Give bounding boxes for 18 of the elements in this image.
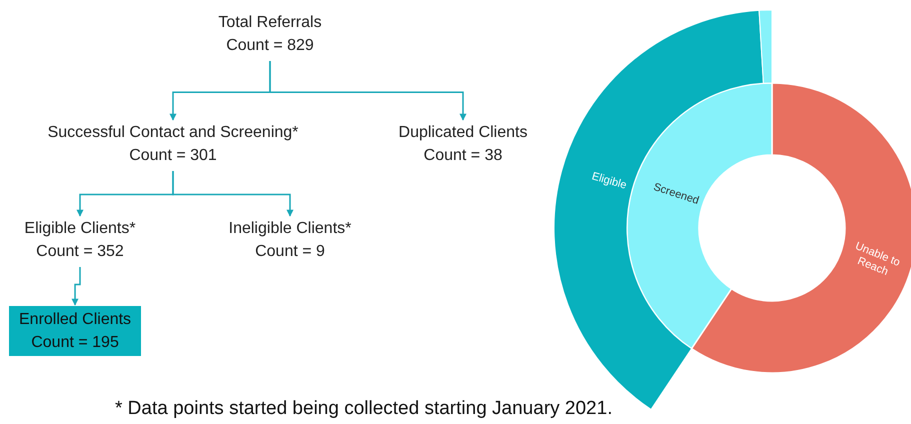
count-text: Count = 301 (128, 146, 218, 166)
node-title: Successful Contact and Screening* (48, 123, 298, 143)
count-text: Count = 352 (35, 242, 125, 262)
arrow (72, 267, 81, 306)
highlighted-box (9, 306, 142, 356)
node-title: Eligible Clients* (24, 219, 136, 239)
node-title: Ineligible Clients* (228, 219, 352, 239)
count-text: Count = 195 (30, 333, 120, 353)
node-title: Enrolled Clients (19, 310, 132, 330)
node-title: Total Referrals (218, 13, 322, 33)
node-title: Duplicated Clients (398, 123, 528, 143)
count-text: Count = 9 (254, 242, 326, 262)
arrow (269, 61, 466, 121)
footnote: * Data points started being collected starting January 2021. (115, 398, 612, 420)
arrow (172, 171, 294, 217)
count-text: Count = 38 (422, 146, 504, 166)
count-text: Count = 829 (225, 36, 315, 56)
segment-label: Eligible (589, 169, 629, 194)
